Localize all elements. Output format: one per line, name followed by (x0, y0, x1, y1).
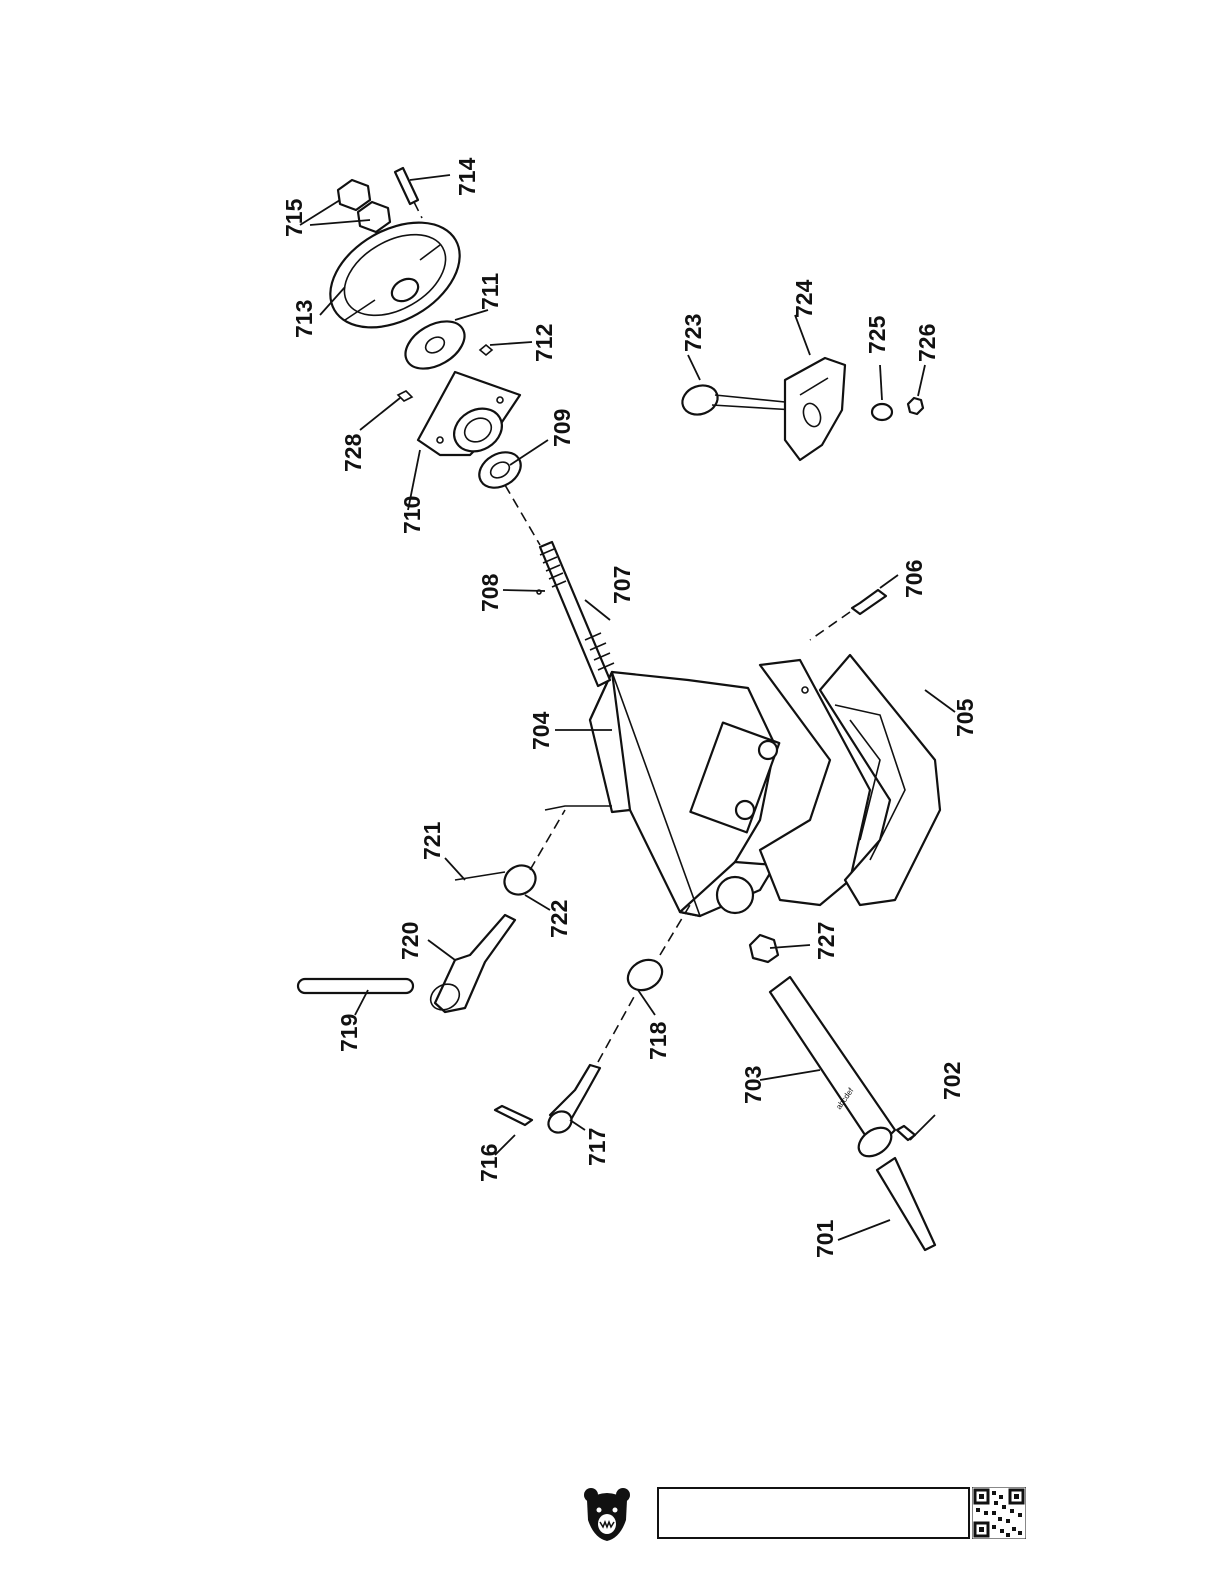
label-711: 711 (477, 273, 503, 310)
grizzly-bear-logo-icon (582, 1486, 632, 1542)
hex-nuts-part (338, 180, 390, 232)
key-712-part (480, 345, 492, 355)
label-706: 706 (901, 560, 927, 598)
label-720: 720 (397, 922, 423, 960)
label-726: 726 (914, 324, 940, 362)
label-719: 719 (336, 1014, 362, 1052)
thrust-bearing-part (473, 445, 527, 495)
label-724: 724 (791, 279, 817, 318)
handle-part (395, 168, 422, 218)
label-707: 707 (609, 566, 635, 604)
label-708: 708 (477, 573, 503, 612)
label-703: 703 (740, 1066, 766, 1104)
label-717: 717 (584, 1128, 610, 1166)
screw-728-part (398, 391, 412, 401)
nut-726-part (908, 398, 923, 414)
tailstock-base-part (760, 655, 940, 905)
label-716: 716 (476, 1144, 502, 1182)
tailstock-body-part (590, 672, 779, 916)
screw-bracket-part (418, 372, 520, 460)
label-718: 718 (645, 1021, 671, 1060)
label-727: 727 (813, 922, 839, 960)
qr-code-icon (972, 1487, 1026, 1539)
label-710: 710 (399, 496, 425, 534)
label-704: 704 (528, 711, 554, 750)
washer-725-part (872, 404, 892, 420)
footer-label-box (657, 1487, 970, 1539)
label-701: 701 (812, 1219, 838, 1258)
label-725: 725 (864, 315, 890, 354)
lead-screw-part (505, 485, 614, 686)
label-702: 702 (939, 1062, 965, 1100)
lock-shaft-part (426, 915, 515, 1015)
dead-center-part (877, 1158, 935, 1250)
bushing-722-part (499, 806, 612, 900)
label-723: 723 (680, 314, 706, 352)
set-screw-706-part (810, 590, 886, 640)
quill-lever-part (298, 979, 413, 993)
label-712: 712 (531, 324, 557, 362)
label-705: 705 (952, 698, 978, 737)
quill-part: abcdef (770, 977, 897, 1162)
graduated-collar-part (397, 312, 472, 379)
label-709: 709 (549, 409, 575, 447)
label-715: 715 (281, 198, 307, 237)
sleeve-718-part (622, 905, 690, 996)
label-721: 721 (419, 821, 445, 860)
label-728: 728 (340, 433, 366, 472)
label-713: 713 (291, 300, 317, 338)
clamp-plate-part (785, 358, 845, 460)
label-722: 722 (546, 900, 572, 938)
pin-716-part (495, 1106, 532, 1125)
clamp-lever-part (678, 381, 795, 420)
lock-bolt-717-part (545, 995, 635, 1137)
label-714: 714 (454, 157, 480, 196)
